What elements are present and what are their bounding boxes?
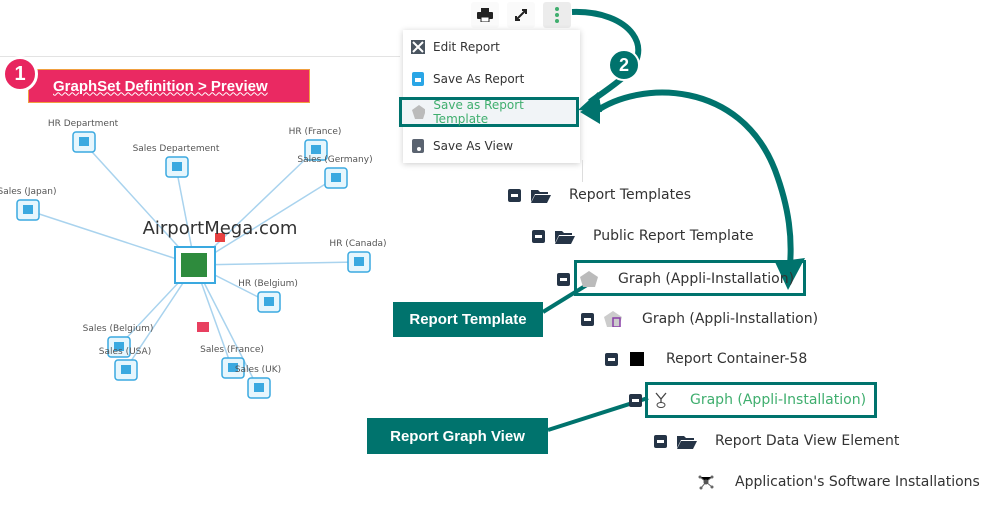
divider <box>582 160 583 182</box>
graph-node-icon <box>172 162 182 171</box>
graph-node-icon <box>254 383 264 392</box>
divider <box>0 56 400 57</box>
graph-node-icon <box>228 363 238 372</box>
print-icon <box>477 8 493 22</box>
step1-badge: 1 <box>2 56 38 92</box>
open-folder-icon <box>531 190 551 203</box>
tree-item-application-software-installations[interactable]: Application's Software Installations <box>697 471 980 493</box>
graph-node-label: HR Department <box>48 119 119 129</box>
tree-item-label: Graph (Appli-Installation) <box>618 271 795 287</box>
graph-edge <box>82 141 196 266</box>
graph-node-label: Sales (UK) <box>235 365 281 375</box>
graph-node-icon <box>114 342 124 351</box>
step2-badge: 2 <box>608 49 640 81</box>
tree-item-graph-report[interactable]: Graph (Appli-Installation) <box>581 308 818 330</box>
tree-item-label: Graph (Appli-Installation) <box>642 311 819 327</box>
tree-item-label: Report Templates <box>569 187 692 203</box>
more-options-button[interactable] <box>543 2 571 28</box>
graph-node-label: Sales (Germany) <box>297 155 372 165</box>
tree-item-graph-view[interactable]: Graph (Appli-Installation) <box>629 389 866 411</box>
report-pentagon-icon <box>604 311 622 327</box>
pentagon-icon <box>412 105 426 119</box>
graph-node-icon <box>121 365 131 374</box>
graph-edge <box>194 177 336 266</box>
graph-node-label: HR (Canada) <box>329 239 386 249</box>
menu-item-save-as-report[interactable]: Save As Report <box>403 64 580 94</box>
print-button[interactable] <box>471 2 499 28</box>
graph-node-icon <box>23 205 33 214</box>
menu-item-label: Save as Report Template <box>433 98 524 126</box>
collapse-icon[interactable] <box>629 393 642 407</box>
collapse-icon[interactable] <box>557 272 570 286</box>
graph-center-icon <box>181 253 207 277</box>
tree-item-report-templates[interactable]: Report Templates <box>508 184 691 206</box>
graph-node-label: HR (France) <box>289 127 342 137</box>
menu-item-label: Save As Report <box>433 72 525 86</box>
open-folder-icon <box>677 436 697 449</box>
collapse-icon[interactable] <box>654 434 667 448</box>
graph-node-label: HR (Belgium) <box>238 279 298 289</box>
save-report-icon <box>412 72 424 86</box>
graph-node-icon <box>197 322 209 332</box>
tree-item-public-report-template[interactable]: Public Report Template <box>532 225 754 247</box>
graph-view-icon <box>655 392 667 408</box>
graph-edge <box>194 149 316 266</box>
tree-item-graph-template[interactable]: Graph (Appli-Installation) <box>557 268 794 290</box>
menu-item-save-as-report-template[interactable]: Save as Report Template <box>399 97 579 127</box>
graph-node-icon <box>215 233 225 242</box>
save-view-icon <box>412 139 424 153</box>
menu-item-label: Save As View <box>433 139 514 153</box>
tree-item-label: Public Report Template <box>593 228 754 244</box>
collapse-icon[interactable] <box>581 312 594 326</box>
menu-item-label: Edit Report <box>433 40 500 54</box>
tree-item-label: Application's Software Installations <box>735 474 980 490</box>
container-square-icon <box>630 352 644 366</box>
graph-node-icon <box>311 145 321 154</box>
expand-icon <box>515 9 527 21</box>
open-folder-icon <box>555 231 575 244</box>
graph-edge <box>26 209 196 266</box>
graph-edge <box>194 264 259 389</box>
graph-node-label: Sales (France) <box>200 345 264 355</box>
graph-node-label: Sales (Japan) <box>0 187 56 197</box>
graph-node-icon <box>264 297 274 306</box>
expand-button[interactable] <box>507 2 535 28</box>
graph-node-label: Sales Departement <box>133 144 220 154</box>
more-vertical-icon <box>555 7 559 23</box>
graph-node-label: Sales (USA) <box>99 347 151 357</box>
step1-banner: GraphSet Definition > Preview <box>28 69 310 103</box>
callout-report-template: Report Template <box>393 302 543 337</box>
collapse-icon[interactable] <box>605 352 618 366</box>
graph-node-icon <box>354 257 364 266</box>
highlight-graph-view-frame <box>645 382 877 418</box>
tree-item-label: Graph (Appli-Installation) <box>690 392 867 408</box>
pentagon-icon <box>580 271 598 287</box>
menu-item-save-as-view[interactable]: Save As View <box>403 131 580 161</box>
graph-node-icon <box>79 137 89 146</box>
collapse-icon[interactable] <box>508 188 521 202</box>
tree-item-report-container[interactable]: Report Container-58 <box>605 348 807 370</box>
tree-item-label: Report Data View Element <box>715 433 900 449</box>
tree-item-label: Report Container-58 <box>666 351 808 367</box>
menu-item-edit-report[interactable]: Edit Report <box>403 32 580 62</box>
graph-node-label: Sales (Belgium) <box>83 324 154 334</box>
graph-edge <box>194 261 359 266</box>
graph-node-icon <box>331 173 341 182</box>
collapse-icon[interactable] <box>532 229 545 243</box>
highlight-template-frame <box>574 260 806 296</box>
callout-report-graph-view: Report Graph View <box>367 418 548 454</box>
graph-center-label: AirportMega.com <box>143 218 298 239</box>
tools-icon <box>411 40 425 54</box>
options-menu: Edit Report Save As Report Save as Repor… <box>399 30 580 163</box>
tree-item-report-data-view-element[interactable]: Report Data View Element <box>654 430 899 452</box>
network-icon <box>698 475 714 490</box>
